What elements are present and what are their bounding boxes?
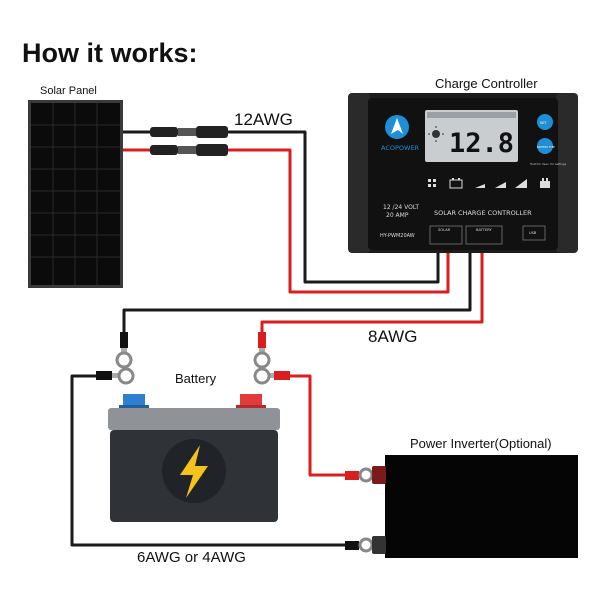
controller-title: SOLAR CHARGE CONTROLLER [434,209,532,217]
ring-terminal-positive [253,351,271,369]
terminal-solar-label: SOLAR [438,228,451,232]
terminal-block-battery[interactable] [465,225,503,245]
battery-type-button-label: BATTERY TYPE [537,145,555,149]
set-button[interactable] [537,114,553,130]
level-3-icon [515,179,527,188]
power-inverter [385,455,578,558]
brand-name: ACOPOWER [381,144,420,152]
battery-type-button[interactable] [537,138,553,154]
solar-panel-icon [28,100,123,288]
button-hint: Hold for 3sec. for settings [530,162,567,166]
terminal-battery-label: BATTERY [476,228,493,232]
level-1-icon [475,184,485,188]
ring-terminal-negative [115,351,133,369]
set-button-label: SET [540,121,547,125]
model-number: HY-PWM20AW [380,233,415,239]
rating-line-1: 12 /24 VOLT [383,204,419,211]
battery-label: Battery [175,371,217,386]
wire-gauge-battery: 8AWG [368,327,417,346]
brand-logo-icon [385,115,409,139]
lcd-screen [425,110,518,162]
lcd-voltage-reading: 12.8 [449,128,514,159]
battery-indicator-icon [449,178,463,189]
panel-positive-wire-to-controller [228,148,450,294]
indicator-row [428,178,550,189]
battery-negative-terminal [123,394,145,407]
wire-gauge-inverter: 6AWG or 4AWG [137,549,246,566]
ring-terminal-inverter-positive [253,367,271,385]
ring-terminals [96,332,290,385]
rating-line-2: 20 AMP [386,212,409,219]
inverter-negative-wire [70,374,350,547]
usb-port[interactable] [522,225,546,241]
battery-lid [108,408,280,430]
level-2-icon [495,182,506,188]
battery-positive-terminal [240,394,262,407]
wire-gauge-panel: 12AWG [234,110,293,129]
inverter-positive-wire [288,374,345,477]
battery-icon [108,394,280,522]
mc4-connectors [150,126,228,156]
ring-terminal-inverter-negative [117,367,135,385]
inverter-body [385,455,578,558]
panel-negative-wire-to-controller [228,130,440,284]
sun-icon [428,126,444,142]
lcd-voltage-unit: V [507,134,512,142]
inverter-negative-terminal [372,536,386,554]
inverter-positive-terminal [372,466,386,484]
solar-indicator-icon [428,179,436,187]
battery-negative-wire-to-controller [122,253,472,340]
charge-controller-label: Charge Controller [435,76,538,91]
power-inverter-label: Power Inverter(Optional) [410,436,552,451]
terminal-block-solar[interactable] [429,225,463,245]
battery-positive-wire-to-controller [260,253,484,340]
wire-group [70,130,484,547]
solar-panel-label: Solar Panel [40,85,97,97]
charge-controller: ACOPOWER 12.8 V SET BATTERY TYPE Hold fo… [348,93,578,253]
usb-port-label: USB [529,231,537,235]
page-title: How it works: [22,38,198,68]
inverter-terminals [345,466,386,554]
lightbulb-icon [540,178,550,188]
lightning-bolt-icon [180,445,208,498]
